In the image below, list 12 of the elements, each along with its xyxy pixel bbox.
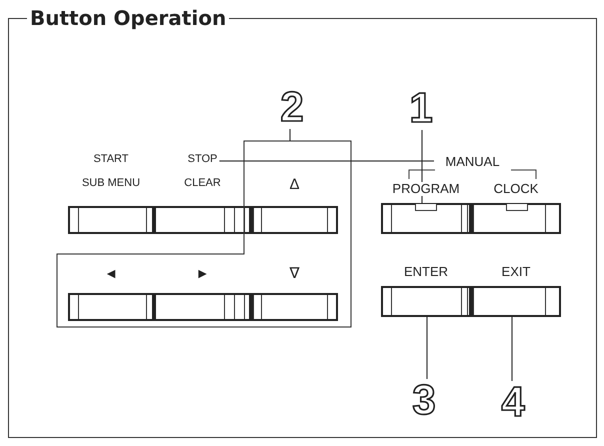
callout-number: 2 <box>279 86 305 128</box>
callout-number: 1 <box>408 87 434 129</box>
leader-line <box>426 316 428 380</box>
button-label: START <box>93 153 129 166</box>
leader-line <box>218 160 434 162</box>
callout-number: 3 <box>411 379 437 421</box>
button-label: CLOCK <box>494 182 538 196</box>
callout-number: 4 <box>500 381 526 423</box>
button-label: STOP <box>188 153 218 166</box>
button-label: PROGRAM <box>392 182 460 196</box>
button-label: CLEAR <box>184 177 221 190</box>
button-label: SUB MENU <box>82 177 140 190</box>
